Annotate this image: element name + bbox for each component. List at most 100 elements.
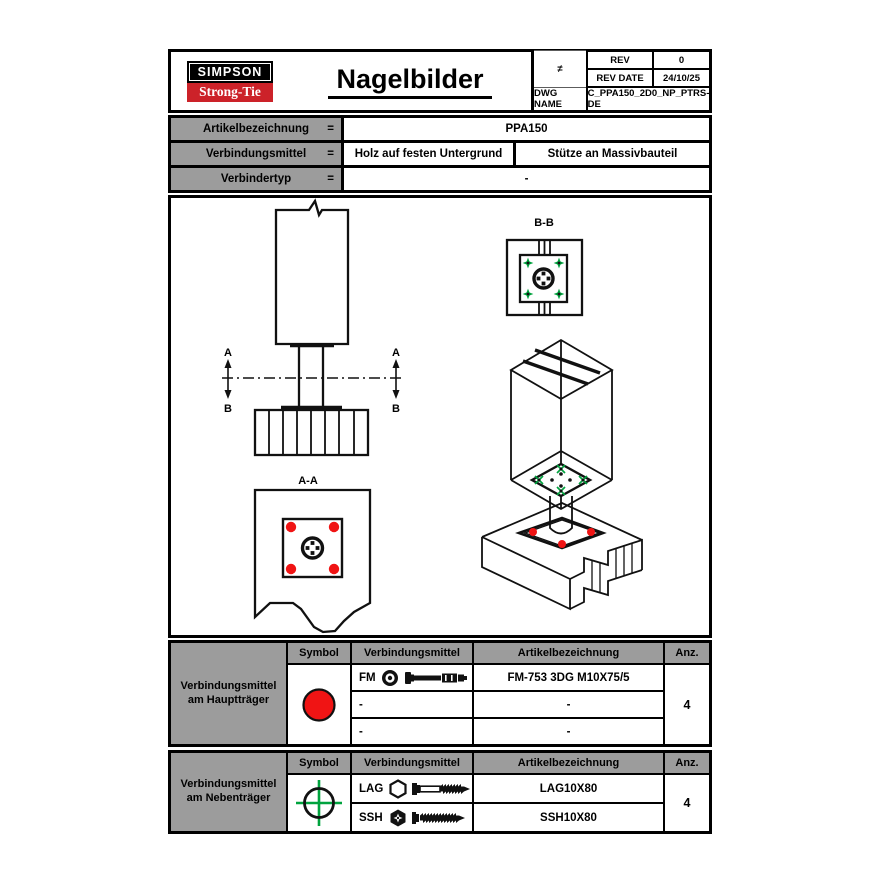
arrow-up-icon — [224, 359, 232, 368]
technical-drawing-area: A B A B B-B — [168, 195, 712, 638]
equals-sign: = — [327, 123, 334, 135]
view-title-aa: A-A — [298, 475, 318, 487]
concrete-plan-outline — [253, 488, 372, 634]
section-label-b: B — [392, 403, 400, 415]
rev-value: 0 — [654, 52, 709, 68]
logo-cell: SIMPSON Strong-Tie — [171, 52, 289, 110]
title-block: SIMPSON Strong-Tie Nagelbilder ≠ REV 0 R… — [168, 49, 712, 113]
fm-anchor-bolt-icon — [404, 671, 467, 684]
nebentraeger-fastener-table: Verbindungsmittel am Nebenträger Symbol … — [168, 750, 712, 834]
red-anchor-marker — [285, 563, 297, 575]
red-anchor-marker — [529, 528, 537, 536]
lag-hex-head-icon — [389, 778, 407, 799]
red-anchor-marker — [587, 528, 595, 536]
rev-label: REV — [588, 52, 652, 68]
slab-torn-top-edge — [569, 538, 643, 580]
section-bb-view: B-B — [505, 217, 584, 317]
post-bottom-face — [510, 449, 613, 511]
arrow-down-icon — [392, 390, 400, 399]
fastener-code: LAG — [359, 782, 384, 795]
red-anchor-marker — [285, 521, 297, 533]
dwg-name-label: DWG NAME — [534, 88, 586, 110]
artikel-value: SSH10X80 — [474, 804, 663, 831]
top-plate-iso — [529, 462, 593, 498]
fastener-code: FM — [359, 671, 376, 684]
slab-top-back-edges — [481, 502, 643, 541]
artikel-value: - — [474, 692, 663, 717]
anzahl-value: 4 — [665, 665, 709, 744]
post-vertical-edges — [510, 340, 613, 509]
verbindungsmittel-value-1: Holz auf festen Untergrund — [344, 143, 513, 165]
post-outline — [274, 198, 350, 346]
artikel-value: LAG10X80 — [474, 775, 663, 802]
green-fastener-marker — [522, 257, 534, 269]
equals-sign: = — [327, 173, 334, 185]
verbindungsmittel-value-2: Stütze an Massivbauteil — [516, 143, 709, 165]
table-row-label: Verbindungsmittel — [180, 778, 277, 791]
green-fastener-marker — [522, 288, 534, 300]
projection-symbol-icon: ≠ — [534, 50, 586, 88]
ssh-screw-icon — [412, 811, 466, 824]
fastener-row-empty: - — [352, 719, 472, 744]
col-header-anzahl: Anz. — [665, 753, 709, 773]
col-header-anzahl: Anz. — [665, 643, 709, 663]
fastener-row-lag: LAG — [352, 775, 472, 802]
section-marker-left: A B — [224, 347, 232, 415]
fastener-code: - — [359, 725, 363, 738]
anchor-tube-section — [300, 536, 325, 560]
view-title-bb: B-B — [534, 217, 554, 229]
info-label-text: Verbindertyp — [220, 173, 292, 185]
red-circle-symbol-icon — [302, 687, 336, 722]
section-label-b: B — [224, 403, 232, 415]
anchor-plate — [518, 253, 569, 304]
red-anchor-marker — [328, 521, 340, 533]
torn-face-hatch — [591, 543, 633, 593]
isometric-view — [481, 338, 643, 611]
concrete-hatch-lines — [268, 410, 355, 455]
info-row-artikelbezeichnung: Artikelbezeichnung = PPA150 — [171, 118, 709, 140]
arrow-down-icon — [224, 390, 232, 399]
lag-screw-icon — [412, 782, 471, 795]
revision-block: ≠ REV 0 REV DATE 24/10/25 DWG NAME C_PPA… — [531, 50, 710, 110]
table-row-label: Verbindungsmittel — [180, 679, 277, 692]
artikel-value: FM-753 3DG M10X75/5 — [474, 665, 663, 690]
col-header-verbindungsmittel: Verbindungsmittel — [352, 753, 472, 773]
col-header-symbol: Symbol — [288, 643, 350, 663]
section-label-a: A — [224, 347, 232, 359]
pedestal-stem-iso — [549, 496, 573, 535]
slab-torn-bottom-edge — [569, 569, 643, 610]
col-header-symbol: Symbol — [288, 753, 350, 773]
red-anchor-marker — [558, 540, 566, 548]
green-crosshair-symbol-icon — [296, 780, 342, 826]
fm-washer-icon — [381, 669, 398, 686]
info-row-verbindungsmittel: Verbindungsmittel = Holz auf festen Unte… — [171, 143, 709, 165]
equals-sign: = — [327, 148, 334, 160]
dwg-name-value: C_PPA150_2D0_NP_PTRS-DE — [587, 88, 710, 110]
haupttraeger-fastener-table: Verbindungsmittel am Hauptträger Symbol … — [168, 640, 712, 747]
fastener-row-fm: FM — [352, 665, 472, 690]
logo-strongtie-text: Strong-Tie — [187, 82, 273, 102]
rev-date-value: 24/10/25 — [654, 70, 709, 86]
fastener-code: SSH — [359, 811, 383, 824]
artikelbezeichnung-value: PPA150 — [344, 118, 709, 140]
logo-simpson-text: SIMPSON — [189, 62, 271, 81]
artikel-value: - — [474, 719, 663, 744]
elevation-view: A B A B — [222, 198, 402, 457]
info-row-verbindertyp: Verbindertyp = - — [171, 168, 709, 190]
technical-drawing: A B A B B-B — [222, 198, 643, 634]
simpson-strongtie-logo: SIMPSON Strong-Tie — [187, 60, 273, 102]
info-label-text: Verbindungsmittel — [205, 148, 307, 160]
red-anchor-marker — [328, 563, 340, 575]
ssh-washer-head-icon — [390, 809, 406, 826]
section-label-a: A — [392, 347, 400, 359]
arrow-up-icon — [392, 359, 400, 368]
article-info-table: Artikelbezeichnung = PPA150 Verbindungsm… — [168, 115, 712, 193]
slab-front-edges — [481, 536, 571, 611]
info-label-text: Artikelbezeichnung — [202, 123, 310, 135]
green-fastener-marker — [553, 288, 565, 300]
page-title: Nagelbilder — [328, 64, 492, 99]
section-marker-right: A B — [392, 347, 400, 415]
fastener-code: - — [359, 698, 363, 711]
section-aa-view: A-A — [253, 475, 372, 634]
col-header-artikelbezeichnung: Artikelbezeichnung — [474, 643, 663, 663]
